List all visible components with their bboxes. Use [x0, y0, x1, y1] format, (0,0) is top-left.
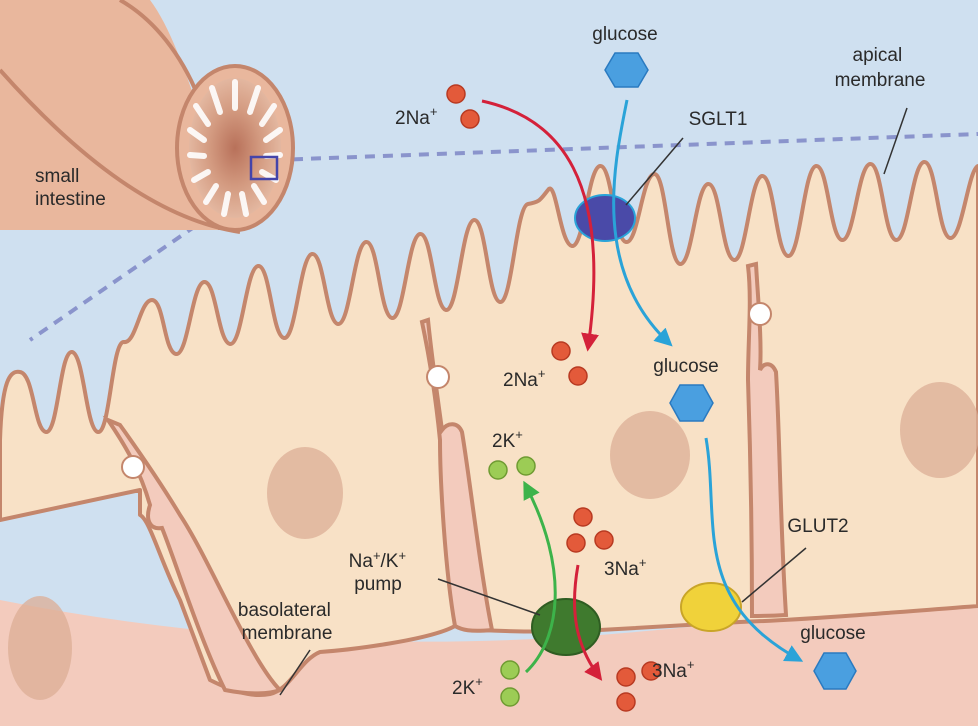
basolateral-leader-line — [279, 649, 311, 696]
sodium-mid-sup: + — [538, 366, 546, 381]
small-intestine-illustration — [0, 0, 295, 234]
sodium-3-bottom-label: 3Na+ — [652, 657, 694, 682]
potassium-ion — [500, 687, 520, 707]
glucose-mid-label: glucose — [653, 356, 719, 377]
sodium-3-bottom-text: 3Na — [652, 661, 687, 682]
basolateral-membrane-label-line2: membrane — [242, 623, 333, 644]
nucleus-2 — [610, 411, 690, 499]
apical-membrane-label-line2: membrane — [835, 70, 926, 91]
epithelial-cell-layer — [0, 160, 978, 697]
tight-junction-1 — [121, 455, 145, 479]
na-k-pump-label: Na+/K+ pump — [349, 544, 412, 595]
glut2-transporter — [680, 582, 742, 632]
sodium-top-text: 2Na — [395, 108, 430, 129]
glucose-molecule-mid — [669, 384, 714, 422]
na-k-pump-label-sup-a: + — [373, 548, 381, 563]
sodium-efflux-arrow — [573, 564, 603, 681]
na-k-pump-label-line2: pump — [354, 574, 402, 595]
potassium-top-sup: + — [515, 427, 523, 442]
na-k-pump-label-sup-b: + — [398, 548, 406, 563]
glut2-label: GLUT2 — [787, 516, 848, 537]
potassium-top-label: 2K+ — [492, 427, 523, 452]
basolateral-membrane-label: basolateral membrane — [238, 600, 336, 644]
glucose-efflux-arrow — [704, 437, 804, 662]
glut2-leader-line — [741, 547, 807, 603]
sodium-top-label: 2Na+ — [395, 104, 437, 129]
sodium-mid-text: 2Na — [503, 370, 538, 391]
small-intestine-label-line1: small — [35, 166, 79, 187]
potassium-bottom-label: 2K+ — [452, 674, 483, 699]
potassium-influx-arrow — [523, 480, 557, 674]
sodium-influx-arrow — [481, 99, 599, 352]
sodium-3-mid-sup: + — [639, 555, 647, 570]
sodium-ion — [573, 507, 593, 527]
zoom-region-box — [249, 155, 279, 181]
nucleus-4 — [8, 596, 72, 700]
potassium-bottom-sup: + — [475, 674, 483, 689]
glucose-molecule-bottom — [813, 652, 857, 690]
sodium-ion — [551, 341, 571, 361]
sglt1-leader-line — [625, 137, 684, 206]
sodium-ion — [460, 109, 480, 129]
na-k-pump-label-k: /K — [381, 551, 399, 572]
sodium-ion — [616, 667, 636, 687]
apical-membrane-label: apical membrane — [835, 45, 926, 91]
sodium-ion — [616, 692, 636, 712]
sodium-3-mid-text: 3Na — [604, 559, 639, 580]
small-intestine-label-line2: intestine — [35, 189, 106, 210]
sglt1-label: SGLT1 — [689, 109, 748, 130]
nucleus-3 — [900, 382, 978, 478]
potassium-top-text: 2K — [492, 431, 516, 452]
sodium-ion — [446, 84, 466, 104]
potassium-ion — [516, 456, 536, 476]
na-k-pump — [531, 598, 601, 656]
sodium-3-mid-label: 3Na+ — [604, 555, 646, 580]
sodium-ion — [641, 661, 661, 681]
potassium-bottom-text: 2K — [452, 678, 476, 699]
small-intestine-label: small intestine — [35, 166, 106, 210]
glucose-molecule-top — [604, 52, 649, 88]
basolateral-membrane-label-line1: basolateral — [238, 600, 331, 621]
lateral-membrane-1 — [102, 415, 284, 696]
glucose-influx-arrow — [612, 99, 673, 347]
lateral-membrane-2 — [419, 317, 495, 633]
sodium-ion — [568, 366, 588, 386]
glucose-bottom-label: glucose — [800, 623, 866, 644]
sglt1-transporter — [574, 194, 636, 242]
tight-junction-3 — [748, 302, 772, 326]
nucleus-1 — [267, 447, 343, 539]
apical-membrane-label-line1: apical — [853, 45, 903, 66]
zoom-line-upper — [274, 132, 978, 162]
tight-junction-2 — [426, 365, 450, 389]
glucose-top-label: glucose — [592, 24, 658, 45]
sodium-top-sup: + — [430, 104, 438, 119]
sodium-3-bottom-sup: + — [687, 657, 695, 672]
potassium-ion — [488, 460, 508, 480]
na-k-pump-label-na: Na — [349, 551, 374, 572]
apical-leader-line — [883, 107, 908, 175]
sodium-mid-label: 2Na+ — [503, 366, 545, 391]
lateral-membrane-3 — [745, 261, 789, 619]
sodium-ion — [594, 530, 614, 550]
potassium-ion — [500, 660, 520, 680]
pump-leader-line — [437, 578, 541, 616]
sodium-ion — [566, 533, 586, 553]
